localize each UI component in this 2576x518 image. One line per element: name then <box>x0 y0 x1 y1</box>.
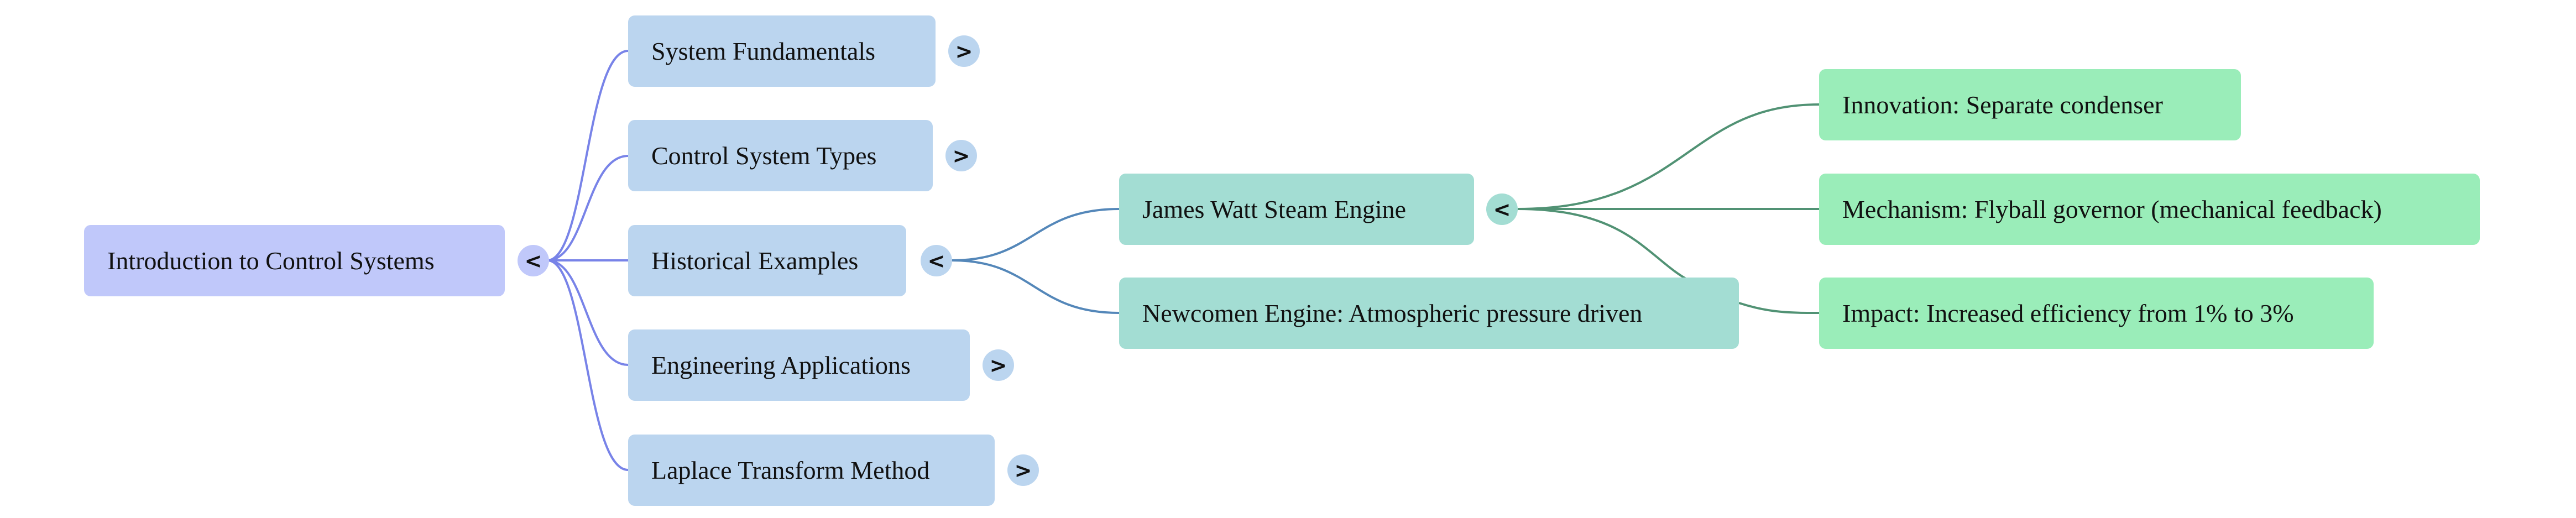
topic-historical-examples[interactable]: Historical Examples <box>628 225 906 296</box>
example-label: Newcomen Engine: Atmospheric pressure dr… <box>1142 299 1643 327</box>
edge-watt-innovation <box>1517 103 1820 210</box>
edge-root-control-system-types <box>547 155 629 261</box>
detail-label: Innovation: Separate condenser <box>1842 91 2163 119</box>
topic-label: System Fundamentals <box>651 37 876 65</box>
edge-root-engineering-applications <box>547 259 629 366</box>
edge-historical-newcomen <box>952 259 1120 314</box>
topic-label: Historical Examples <box>651 247 859 275</box>
topic-laplace-transform-method[interactable]: Laplace Transform Method <box>628 435 995 506</box>
topic-control-system-types[interactable]: Control System Types <box>628 120 933 191</box>
detail-label: Mechanism: Flyball governor (mechanical … <box>1842 195 2382 223</box>
root-collapse-toggle[interactable]: < <box>518 245 549 276</box>
detail-impact[interactable]: Impact: Increased efficiency from 1% to … <box>1819 278 2374 349</box>
example-james-watt-collapse-toggle[interactable]: < <box>1486 193 1518 225</box>
collapse-chevron-icon: < <box>1493 197 1511 222</box>
expand-chevron-icon: > <box>1014 458 1032 483</box>
root-node[interactable]: Introduction to Control Systems <box>84 225 505 296</box>
topic-label: Control System Types <box>651 142 877 170</box>
topic-laplace-transform-method-expand-toggle[interactable]: > <box>1007 454 1039 486</box>
collapse-chevron-icon: < <box>524 248 542 273</box>
example-newcomen-engine[interactable]: Newcomen Engine: Atmospheric pressure dr… <box>1119 278 1739 349</box>
topic-control-system-types-expand-toggle[interactable]: > <box>945 140 977 171</box>
topic-system-fundamentals-expand-toggle[interactable]: > <box>948 35 980 67</box>
example-label: James Watt Steam Engine <box>1142 195 1407 223</box>
topic-engineering-applications-expand-toggle[interactable]: > <box>983 349 1014 381</box>
detail-label: Impact: Increased efficiency from 1% to … <box>1842 299 2294 327</box>
topic-label: Laplace Transform Method <box>651 456 930 484</box>
edge-historical-james-watt <box>952 208 1120 261</box>
edge-root-laplace-transform <box>547 259 629 471</box>
expand-chevron-icon: > <box>955 39 973 64</box>
expand-chevron-icon: > <box>952 143 970 168</box>
topic-historical-examples-collapse-toggle[interactable]: < <box>921 245 952 276</box>
collapse-chevron-icon: < <box>927 248 945 273</box>
detail-mechanism[interactable]: Mechanism: Flyball governor (mechanical … <box>1819 174 2480 245</box>
topic-label: Engineering Applications <box>651 351 911 379</box>
root-node-label: Introduction to Control Systems <box>107 247 435 275</box>
edge-watt-impact <box>1517 208 1692 283</box>
topic-system-fundamentals[interactable]: System Fundamentals <box>628 15 936 87</box>
example-james-watt-steam-engine[interactable]: James Watt Steam Engine <box>1119 174 1474 245</box>
expand-chevron-icon: > <box>989 353 1007 378</box>
detail-innovation[interactable]: Innovation: Separate condenser <box>1819 69 2241 140</box>
edge-watt-impact-tail <box>1738 302 1820 314</box>
topic-engineering-applications[interactable]: Engineering Applications <box>628 329 970 401</box>
edge-root-system-fundamentals <box>547 50 629 261</box>
